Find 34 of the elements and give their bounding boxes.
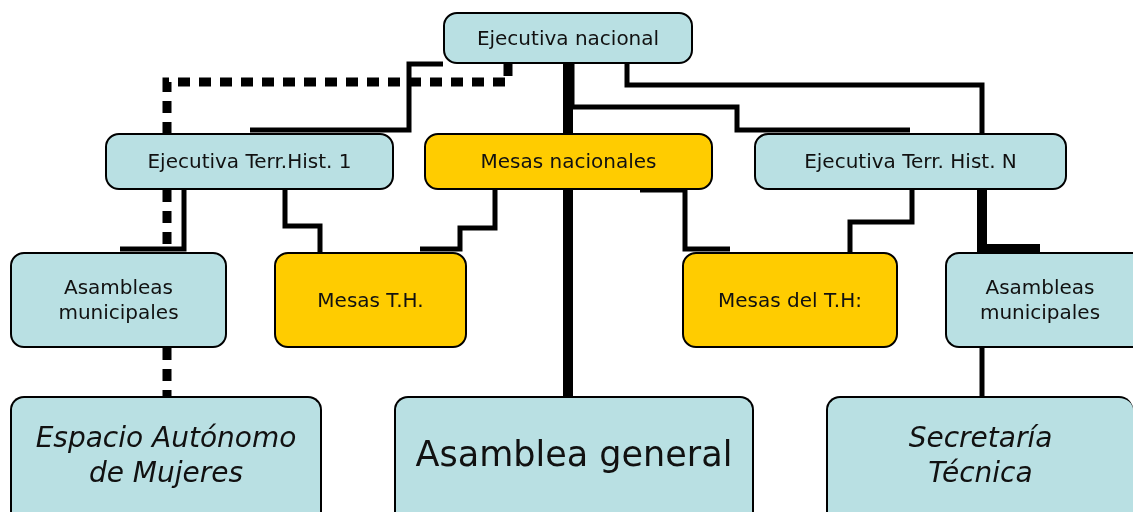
node-label: Espacio Autónomo de Mujeres bbox=[34, 420, 298, 490]
node-label: Ejecutiva Terr. Hist. N bbox=[803, 149, 1018, 174]
connector-line bbox=[624, 64, 985, 133]
node-label: Mesas T.H. bbox=[316, 287, 425, 313]
node-label: Mesas del T.H: bbox=[717, 287, 863, 313]
connector-line bbox=[250, 61, 443, 133]
node-label: Ejecutiva Terr.Hist. 1 bbox=[146, 149, 353, 174]
connector-line bbox=[563, 190, 573, 396]
dashed-connector bbox=[162, 64, 513, 133]
dashed-connector bbox=[162, 348, 172, 396]
node-label: Secretaría Técnica bbox=[907, 420, 1054, 490]
org-box bbox=[945, 252, 1133, 348]
node-label: Ejecutiva nacional bbox=[475, 25, 661, 51]
connector-line bbox=[847, 190, 915, 252]
org-box bbox=[105, 133, 394, 190]
connector-line bbox=[563, 64, 573, 133]
node-label: Asamblea general bbox=[414, 433, 734, 477]
org-box bbox=[10, 396, 322, 512]
connector-line bbox=[120, 190, 187, 252]
connector-line bbox=[282, 190, 323, 252]
org-box bbox=[394, 396, 754, 512]
node-label: Asambleas municipales bbox=[978, 275, 1102, 325]
org-box bbox=[826, 396, 1133, 512]
org-box bbox=[274, 252, 467, 348]
connector-line bbox=[977, 190, 1040, 254]
org-box bbox=[682, 252, 898, 348]
node-label: Asambleas municipales bbox=[57, 275, 180, 325]
org-box bbox=[424, 133, 713, 190]
org-box bbox=[10, 252, 227, 348]
org-box bbox=[754, 133, 1067, 190]
node-label: Mesas nacionales bbox=[479, 149, 658, 174]
org-box bbox=[443, 12, 693, 64]
connector-line bbox=[640, 187, 730, 252]
connector-line bbox=[979, 348, 985, 396]
